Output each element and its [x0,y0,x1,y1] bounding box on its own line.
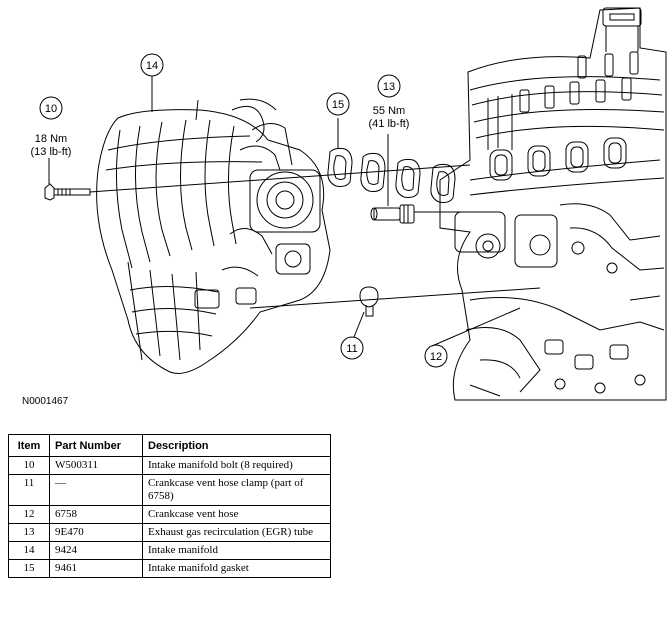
table-row: 13 9E470 Exhaust gas recirculation (EGR)… [8,523,331,542]
row-part-number: 9461 [49,559,143,578]
callout-13-torque-lbft: (41 lb-ft) [369,118,410,130]
engine-front-housing [454,203,665,274]
callout-10-torque-lbft: (13 lb-ft) [31,146,72,158]
intake-manifold-illustration [96,98,331,374]
row-item: 10 [8,456,50,475]
parts-table: Item Part Number Description 10 W500311 … [8,434,331,578]
engine-block-illustration [439,7,667,401]
callout-13-number: 13 [383,81,395,93]
intake-ports [489,137,627,181]
callout-15-number: 15 [332,99,344,111]
leader-lines [48,76,541,347]
row-part-number: 9424 [49,541,143,560]
row-description: Intake manifold bolt (8 required) [142,456,331,475]
callout-10-number: 10 [45,103,57,115]
engine-top-bolts [519,51,639,113]
callout-13-torque-nm: 55 Nm [373,105,405,117]
callout-11-number: 11 [346,343,357,355]
row-part-number: W500311 [49,456,143,475]
throttle-body [239,123,321,233]
vent-connector [194,287,257,309]
row-description: Intake manifold gasket [142,559,331,578]
egr-valve [221,228,311,277]
exploded-parts-diagram: 10 14 13 15 11 12 18 Nm (13 lb-ft) 55 Nm… [31,7,667,401]
header-item: Item [8,434,50,457]
row-description: Exhaust gas recirculation (EGR) tube [142,523,331,542]
figure-id: N0001467 [22,396,69,407]
row-item: 11 [8,474,50,506]
table-row: 14 9424 Intake manifold [8,541,331,560]
header-description: Description [142,434,331,457]
callout-14-number: 14 [146,60,158,72]
row-description: Crankcase vent hose clamp (part of 6758) [142,474,331,506]
bolt-part [44,183,91,201]
table-row: 10 W500311 Intake manifold bolt (8 requi… [8,456,331,475]
row-item: 14 [8,541,50,560]
callout-12-number: 12 [430,351,442,363]
row-part-number: 6758 [49,505,143,524]
egr-tube-part [370,204,415,224]
gasket-parts [327,147,456,203]
callout-circles [39,53,448,368]
hose-clamp-part [359,286,379,317]
table-row: 12 6758 Crankcase vent hose [8,505,331,524]
table-row: 15 9461 Intake manifold gasket [8,559,331,578]
table-row: 11 — Crankcase vent hose clamp (part of … [8,474,331,506]
row-item: 12 [8,505,50,524]
engine-lower-block [465,295,665,397]
row-description: Intake manifold [142,541,331,560]
row-part-number: 9E470 [49,523,143,542]
callout-10-torque-nm: 18 Nm [35,133,67,145]
header-part-number: Part Number [49,434,143,457]
row-description: Crankcase vent hose [142,505,331,524]
row-part-number: — [49,474,143,506]
table-header-row: Item Part Number Description [8,434,331,457]
row-item: 13 [8,523,50,542]
row-item: 15 [8,559,50,578]
